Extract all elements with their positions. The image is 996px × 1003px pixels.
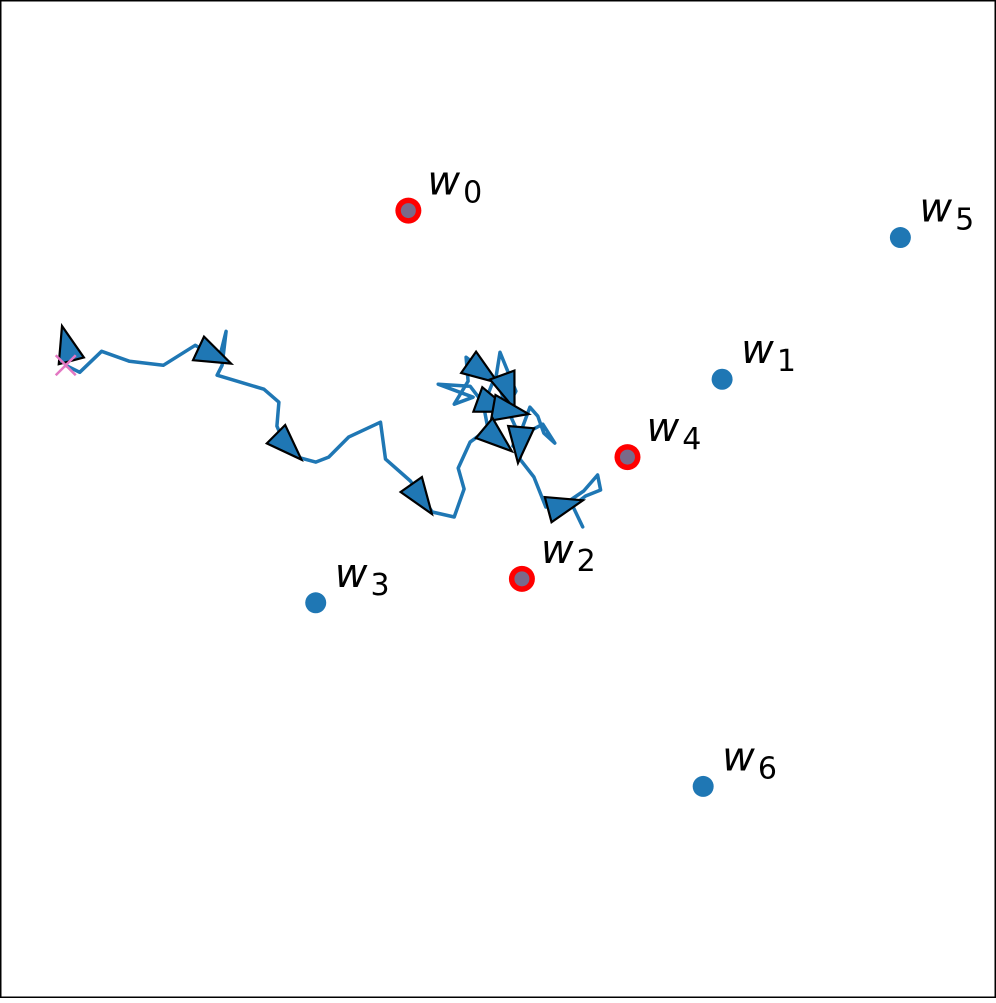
points-layer [305, 197, 911, 797]
trajectory-arrow [191, 334, 235, 365]
trajectory-arrow [459, 349, 501, 385]
point-w5 [889, 227, 911, 249]
point-w0 [400, 203, 416, 219]
point-w1 [711, 368, 733, 390]
trajectory-arrow [506, 424, 536, 467]
point-w2 [514, 571, 530, 587]
trajectory-arrow [488, 369, 516, 412]
trajectory-arrow [398, 475, 434, 517]
trajectory-arrow [543, 495, 587, 524]
trajectory-arrow [264, 423, 304, 462]
point-w3 [305, 592, 327, 614]
start-layer [54, 354, 77, 377]
trajectory-arrow [474, 416, 515, 454]
arrow-layer [57, 322, 587, 524]
point-w4 [619, 449, 635, 465]
start-x-marker [54, 354, 77, 377]
trajectory-arrow [489, 393, 532, 422]
point-w6 [692, 775, 714, 797]
